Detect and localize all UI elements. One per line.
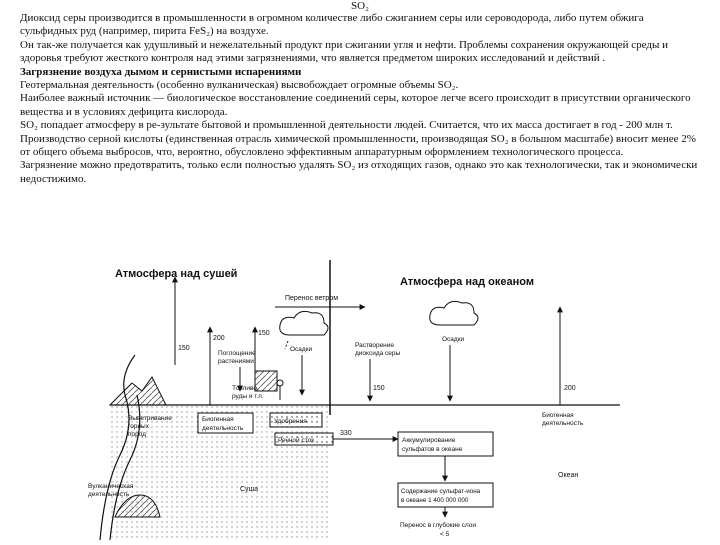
dissolved-label: Растворение bbox=[355, 342, 394, 349]
paragraph: Производство серной кислоты (единственна… bbox=[20, 132, 696, 159]
fertilizer-label: Удобрения bbox=[274, 417, 307, 425]
content-label: Содержание сульфат-иона bbox=[401, 488, 481, 495]
value-150-mid: 150 bbox=[258, 330, 270, 337]
value-200-left: 200 bbox=[213, 335, 225, 342]
bio-land-box bbox=[197, 412, 254, 434]
accum-label: Аккумулирование bbox=[402, 437, 456, 444]
article-text: Диоксид серы производится в промышленнос… bbox=[20, 12, 700, 186]
fuel-label-2: руды и т.п. bbox=[232, 393, 264, 400]
value-150-left: 150 bbox=[178, 345, 190, 352]
mountain-shape bbox=[108, 376, 167, 406]
bio-land-label: Биогенная bbox=[202, 416, 234, 423]
bio-land-label-2: деятельность bbox=[202, 425, 244, 432]
wind-label: Перенос ветром bbox=[285, 295, 338, 302]
content-box bbox=[397, 482, 494, 508]
volcano-chamber bbox=[114, 494, 161, 518]
ocean-label: Океан bbox=[558, 472, 578, 479]
precip-land-label: Осадки bbox=[290, 346, 313, 353]
value-330: 330 bbox=[340, 430, 352, 437]
weathering-label: Выветривание bbox=[128, 415, 172, 422]
deep-label-2: < 5 bbox=[440, 531, 450, 538]
accum-label-2: сульфатов в океане bbox=[402, 446, 463, 453]
paragraph: Геотермальная деятельность (особенно вул… bbox=[20, 79, 459, 92]
precip-ocean-label: Осадки bbox=[442, 336, 465, 343]
cloud-land-icon bbox=[279, 310, 329, 336]
rain-line bbox=[284, 340, 289, 350]
dissolved-label-2: диоксида серы bbox=[355, 350, 401, 357]
paragraph: Диоксид серы производится в промышленнос… bbox=[20, 12, 644, 38]
paragraph: Наиболее важный источник — биологическое… bbox=[20, 92, 691, 118]
person-icon bbox=[276, 379, 284, 387]
paragraph: Загрязнение можно предотвратить, только … bbox=[20, 159, 698, 185]
fuel-label: Топливо, bbox=[232, 385, 259, 392]
section-heading: Загрязнение воздуха дымом и сернистыми и… bbox=[20, 65, 302, 78]
land-label: Суша bbox=[240, 486, 258, 493]
paragraph: SO₂ попадает атмосферу в ре-зультате быт… bbox=[20, 119, 673, 132]
bio-ocean-label: Биогенная bbox=[542, 412, 574, 419]
volcanic-label-2: деятельность bbox=[88, 491, 130, 498]
plants-label-2: растениями bbox=[218, 358, 254, 365]
sulfur-cycle-diagram: Атмосфера над сушей Атмосфера над океано… bbox=[80, 255, 640, 541]
bio-ocean-label-2: деятельность bbox=[542, 420, 584, 427]
content-label-2: в океане 1 400 000 000 bbox=[401, 497, 469, 504]
accum-box bbox=[397, 431, 494, 457]
cloud-ocean-icon bbox=[429, 300, 479, 326]
heading-land: Атмосфера над сушей bbox=[115, 268, 237, 280]
volcanic-label: Вулканическая bbox=[88, 483, 134, 490]
volcano-path bbox=[99, 354, 136, 541]
value-150-ocean: 150 bbox=[373, 385, 385, 392]
plants-label: Поглощение bbox=[218, 350, 256, 357]
weathering-label-2: горных bbox=[128, 423, 150, 430]
fertilizer-box bbox=[269, 412, 323, 428]
heading-ocean: Атмосфера над океаном bbox=[400, 276, 534, 288]
deep-label: Перенос в глубокие слои bbox=[400, 521, 476, 529]
diagram-svg: Атмосфера над сушей Атмосфера над океано… bbox=[88, 260, 620, 541]
page-title: SO₂ bbox=[351, 0, 369, 12]
value-200-ocean: 200 bbox=[564, 385, 576, 392]
weathering-label-3: пород bbox=[128, 431, 146, 438]
factory-icon bbox=[254, 370, 278, 392]
paragraph: Он так-же получается как удушливый и неж… bbox=[20, 38, 669, 65]
volcano-path-2 bbox=[109, 394, 141, 541]
runoff-label: Речной сток bbox=[278, 436, 314, 444]
